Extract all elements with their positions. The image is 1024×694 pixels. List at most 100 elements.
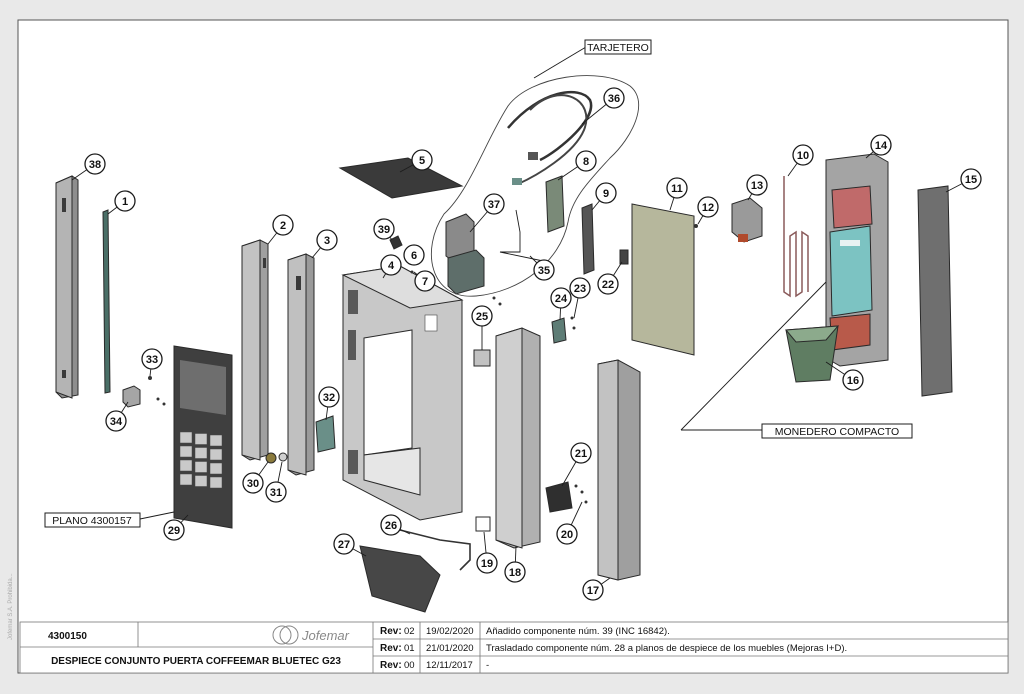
part-32-plate	[315, 415, 336, 453]
label-tarjetero-text: TARJETERO	[587, 42, 649, 54]
keypad-key	[179, 445, 193, 458]
label-monedero-text: MONEDERO COMPACTO	[775, 426, 899, 438]
revision-rev: 02	[404, 626, 415, 637]
keypad-key	[194, 447, 208, 459]
svg-text:21: 21	[575, 448, 587, 460]
part-24-bracket	[551, 317, 567, 344]
part-30-31-lock	[265, 452, 288, 464]
keypad-key	[194, 433, 208, 445]
revision-label: Rev:	[380, 660, 402, 671]
svg-text:12: 12	[702, 202, 714, 214]
callout-4: 4	[380, 254, 402, 276]
svg-text:26: 26	[385, 520, 397, 532]
keypad-key	[194, 475, 208, 487]
svg-text:2: 2	[280, 220, 286, 232]
callout-24: 24	[550, 287, 572, 309]
callout-12: 12	[697, 196, 719, 218]
svg-text:38: 38	[89, 159, 101, 171]
svg-text:29: 29	[168, 525, 180, 537]
part-26-harness	[399, 529, 471, 571]
callout-23: 23	[569, 277, 591, 299]
keypad-key	[179, 431, 193, 444]
svg-text:13: 13	[751, 180, 763, 192]
revision-rev: 00	[404, 660, 415, 671]
svg-text:1: 1	[122, 196, 128, 208]
part-25-plate	[473, 349, 491, 367]
label-monedero: MONEDERO COMPACTO	[680, 281, 913, 439]
part-3-side-panel	[287, 253, 315, 476]
svg-text:23: 23	[574, 283, 586, 295]
callout-22: 22	[597, 273, 619, 295]
part-17-curved-panel	[597, 359, 641, 581]
callout-5: 5	[411, 149, 433, 171]
svg-text:16: 16	[847, 375, 859, 387]
part-1-rail	[102, 209, 111, 394]
revision-date: 21/01/2020	[426, 643, 474, 654]
svg-text:6: 6	[411, 250, 417, 262]
part-9-bar	[581, 203, 595, 275]
callout-36: 36	[603, 87, 625, 109]
part-number: 4300150	[48, 631, 87, 642]
svg-text:31: 31	[270, 487, 282, 499]
part-16-coin-tray	[784, 325, 840, 383]
part-2-side-panel	[241, 239, 269, 461]
revision-text: -	[486, 660, 489, 671]
callout-38: 38	[84, 153, 106, 175]
svg-text:27: 27	[338, 539, 350, 551]
svg-text:39: 39	[378, 224, 390, 236]
svg-text:35: 35	[538, 265, 550, 277]
callout-30: 30	[242, 472, 264, 494]
drawing-title: DESPIECE CONJUNTO PUERTA COFFEEMAR BLUET…	[51, 656, 341, 667]
part-39-clip	[389, 235, 403, 250]
callout-11: 11	[666, 177, 688, 199]
part-14-coin-mechanism	[825, 153, 889, 367]
callout-8: 8	[575, 150, 597, 172]
keypad-key	[209, 434, 223, 447]
brand-name: Jofemar	[301, 628, 350, 643]
svg-text:32: 32	[323, 392, 335, 404]
part-15-side-panel	[917, 185, 953, 397]
keypad-key	[209, 448, 223, 461]
callout-21: 21	[570, 442, 592, 464]
part-22-connector	[619, 249, 629, 265]
part-18-panel	[495, 327, 541, 549]
part-4-door-frame	[341, 265, 464, 521]
part-10-wire	[783, 176, 809, 298]
revision-date: 19/02/2020	[426, 626, 474, 637]
svg-text:37: 37	[488, 199, 500, 211]
callout-14: 14	[870, 134, 892, 156]
svg-text:36: 36	[608, 93, 620, 105]
svg-text:14: 14	[875, 140, 888, 152]
callout-6: 6	[403, 244, 425, 266]
revision-label: Rev:	[380, 643, 402, 654]
keypad-key	[209, 476, 223, 489]
revision-text: Trasladado componente núm. 28 a planos d…	[486, 643, 847, 654]
svg-text:5: 5	[419, 155, 425, 167]
callout-26: 26	[380, 514, 402, 536]
revision-label: Rev:	[380, 626, 402, 637]
callout-10: 10	[792, 144, 814, 166]
tarjetero-group-outline	[430, 75, 640, 297]
callout-13: 13	[746, 174, 768, 196]
svg-text:4: 4	[388, 260, 395, 272]
part-19-frame	[475, 516, 491, 532]
keypad-key	[209, 462, 223, 475]
svg-text:15: 15	[965, 174, 977, 186]
callout-16: 16	[842, 369, 864, 391]
callout-34: 34	[105, 410, 127, 432]
part-27-tray	[359, 545, 441, 613]
callout-33: 33	[141, 348, 163, 370]
keypad-key	[179, 473, 193, 486]
part-38-side-profile	[55, 175, 79, 399]
svg-text:17: 17	[587, 585, 599, 597]
revision-date: 12/11/2017	[426, 660, 473, 671]
part-37-card-reader	[445, 213, 485, 295]
part-36-harness	[507, 90, 593, 185]
jofemar-logo: Jofemar	[272, 625, 350, 645]
callout-15: 15	[960, 168, 982, 190]
part-5-cover	[338, 157, 464, 199]
svg-text:11: 11	[671, 183, 683, 195]
svg-text:3: 3	[324, 235, 330, 247]
svg-text:34: 34	[110, 416, 123, 428]
